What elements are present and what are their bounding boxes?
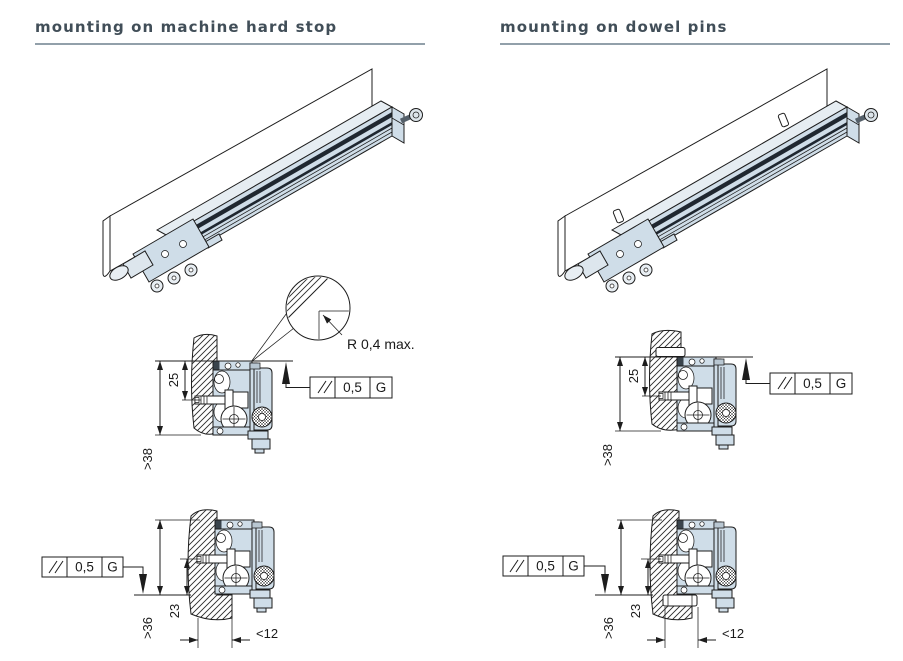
parallelism-icon bbox=[48, 560, 64, 574]
dim-label: >36 bbox=[601, 617, 616, 639]
tolerance-value: 0,5 bbox=[75, 560, 94, 575]
tolerance-value: 0,5 bbox=[536, 559, 555, 574]
iso-view-hard-stop bbox=[95, 58, 445, 303]
section-title-right: mounting on dowel pins bbox=[500, 18, 728, 36]
cross-section-dowel-pins-upper: 25 >38 0,5 G bbox=[600, 329, 853, 466]
callout-leader bbox=[250, 327, 295, 363]
tolerance-leader bbox=[745, 379, 770, 384]
datum-arrow-icon bbox=[282, 362, 290, 384]
detail-wall-hatch bbox=[287, 277, 348, 324]
tolerance-datum: G bbox=[376, 380, 387, 395]
tolerance-leader bbox=[285, 383, 310, 388]
tolerance-datum: G bbox=[836, 376, 847, 391]
dowel-pin-section bbox=[662, 594, 698, 607]
dowel-pin-section bbox=[655, 347, 686, 357]
radius-note: R 0,4 max. bbox=[347, 336, 415, 352]
datum-arrow-icon bbox=[742, 358, 750, 380]
iso-view-dowel-pins bbox=[550, 58, 900, 303]
radius-arrow bbox=[322, 314, 343, 336]
dim-label: >38 bbox=[600, 444, 615, 466]
cross-section-dowel-pins-lower: >36 23 <12 0,5 G bbox=[502, 509, 744, 648]
tolerance-value: 0,5 bbox=[803, 376, 822, 391]
dim-label: >38 bbox=[140, 448, 155, 470]
detail-callout: R 0,4 max. bbox=[250, 275, 415, 363]
datum-arrow-icon bbox=[139, 574, 147, 594]
parallelism-icon bbox=[317, 380, 333, 394]
title-underline bbox=[35, 43, 425, 45]
tolerance-box bbox=[769, 372, 853, 395]
section-header-left: mounting on machine hard stop bbox=[35, 18, 425, 45]
tolerance-frame: 0,5 G bbox=[41, 556, 147, 594]
dowel-pin-icon bbox=[612, 208, 625, 224]
section-header-right: mounting on dowel pins bbox=[500, 18, 890, 45]
machine-wall-section bbox=[191, 333, 218, 435]
tolerance-leader bbox=[584, 565, 606, 574]
dim-label: 23 bbox=[167, 604, 182, 618]
detail-wall-surface bbox=[287, 277, 349, 329]
title-underline bbox=[500, 43, 890, 45]
dim-label: >36 bbox=[140, 617, 155, 639]
datum-arrow-icon bbox=[601, 574, 609, 594]
dim-label: 25 bbox=[166, 373, 181, 387]
tolerance-frame: 0,5 G bbox=[742, 358, 853, 395]
detail-circle-icon bbox=[285, 275, 351, 341]
section-title-left: mounting on machine hard stop bbox=[35, 18, 338, 36]
cross-section-hard-stop-upper: R 0,4 max. 25 >38 0,5 G bbox=[140, 275, 415, 470]
dowel-pin-icon bbox=[777, 112, 790, 128]
tolerance-frame: 0,5 G bbox=[282, 362, 393, 399]
dim-label: 23 bbox=[628, 604, 643, 618]
tolerance-frame: 0,5 G bbox=[502, 555, 609, 594]
machine-wall-section bbox=[649, 329, 682, 431]
cross-section-hard-stop-lower: >36 23 <12 0,5 G bbox=[41, 509, 278, 648]
tolerance-value: 0,5 bbox=[343, 380, 362, 395]
dim-label: <12 bbox=[256, 626, 278, 641]
dim-label: 25 bbox=[626, 369, 641, 383]
tolerance-leader bbox=[123, 566, 144, 575]
tolerance-box bbox=[309, 376, 393, 399]
parallelism-icon bbox=[509, 559, 525, 573]
dowel-pins-iso bbox=[612, 112, 790, 224]
tolerance-datum: G bbox=[107, 560, 118, 575]
parallelism-icon bbox=[777, 376, 793, 390]
tolerance-datum: G bbox=[568, 559, 579, 574]
dim-label: <12 bbox=[722, 626, 744, 641]
